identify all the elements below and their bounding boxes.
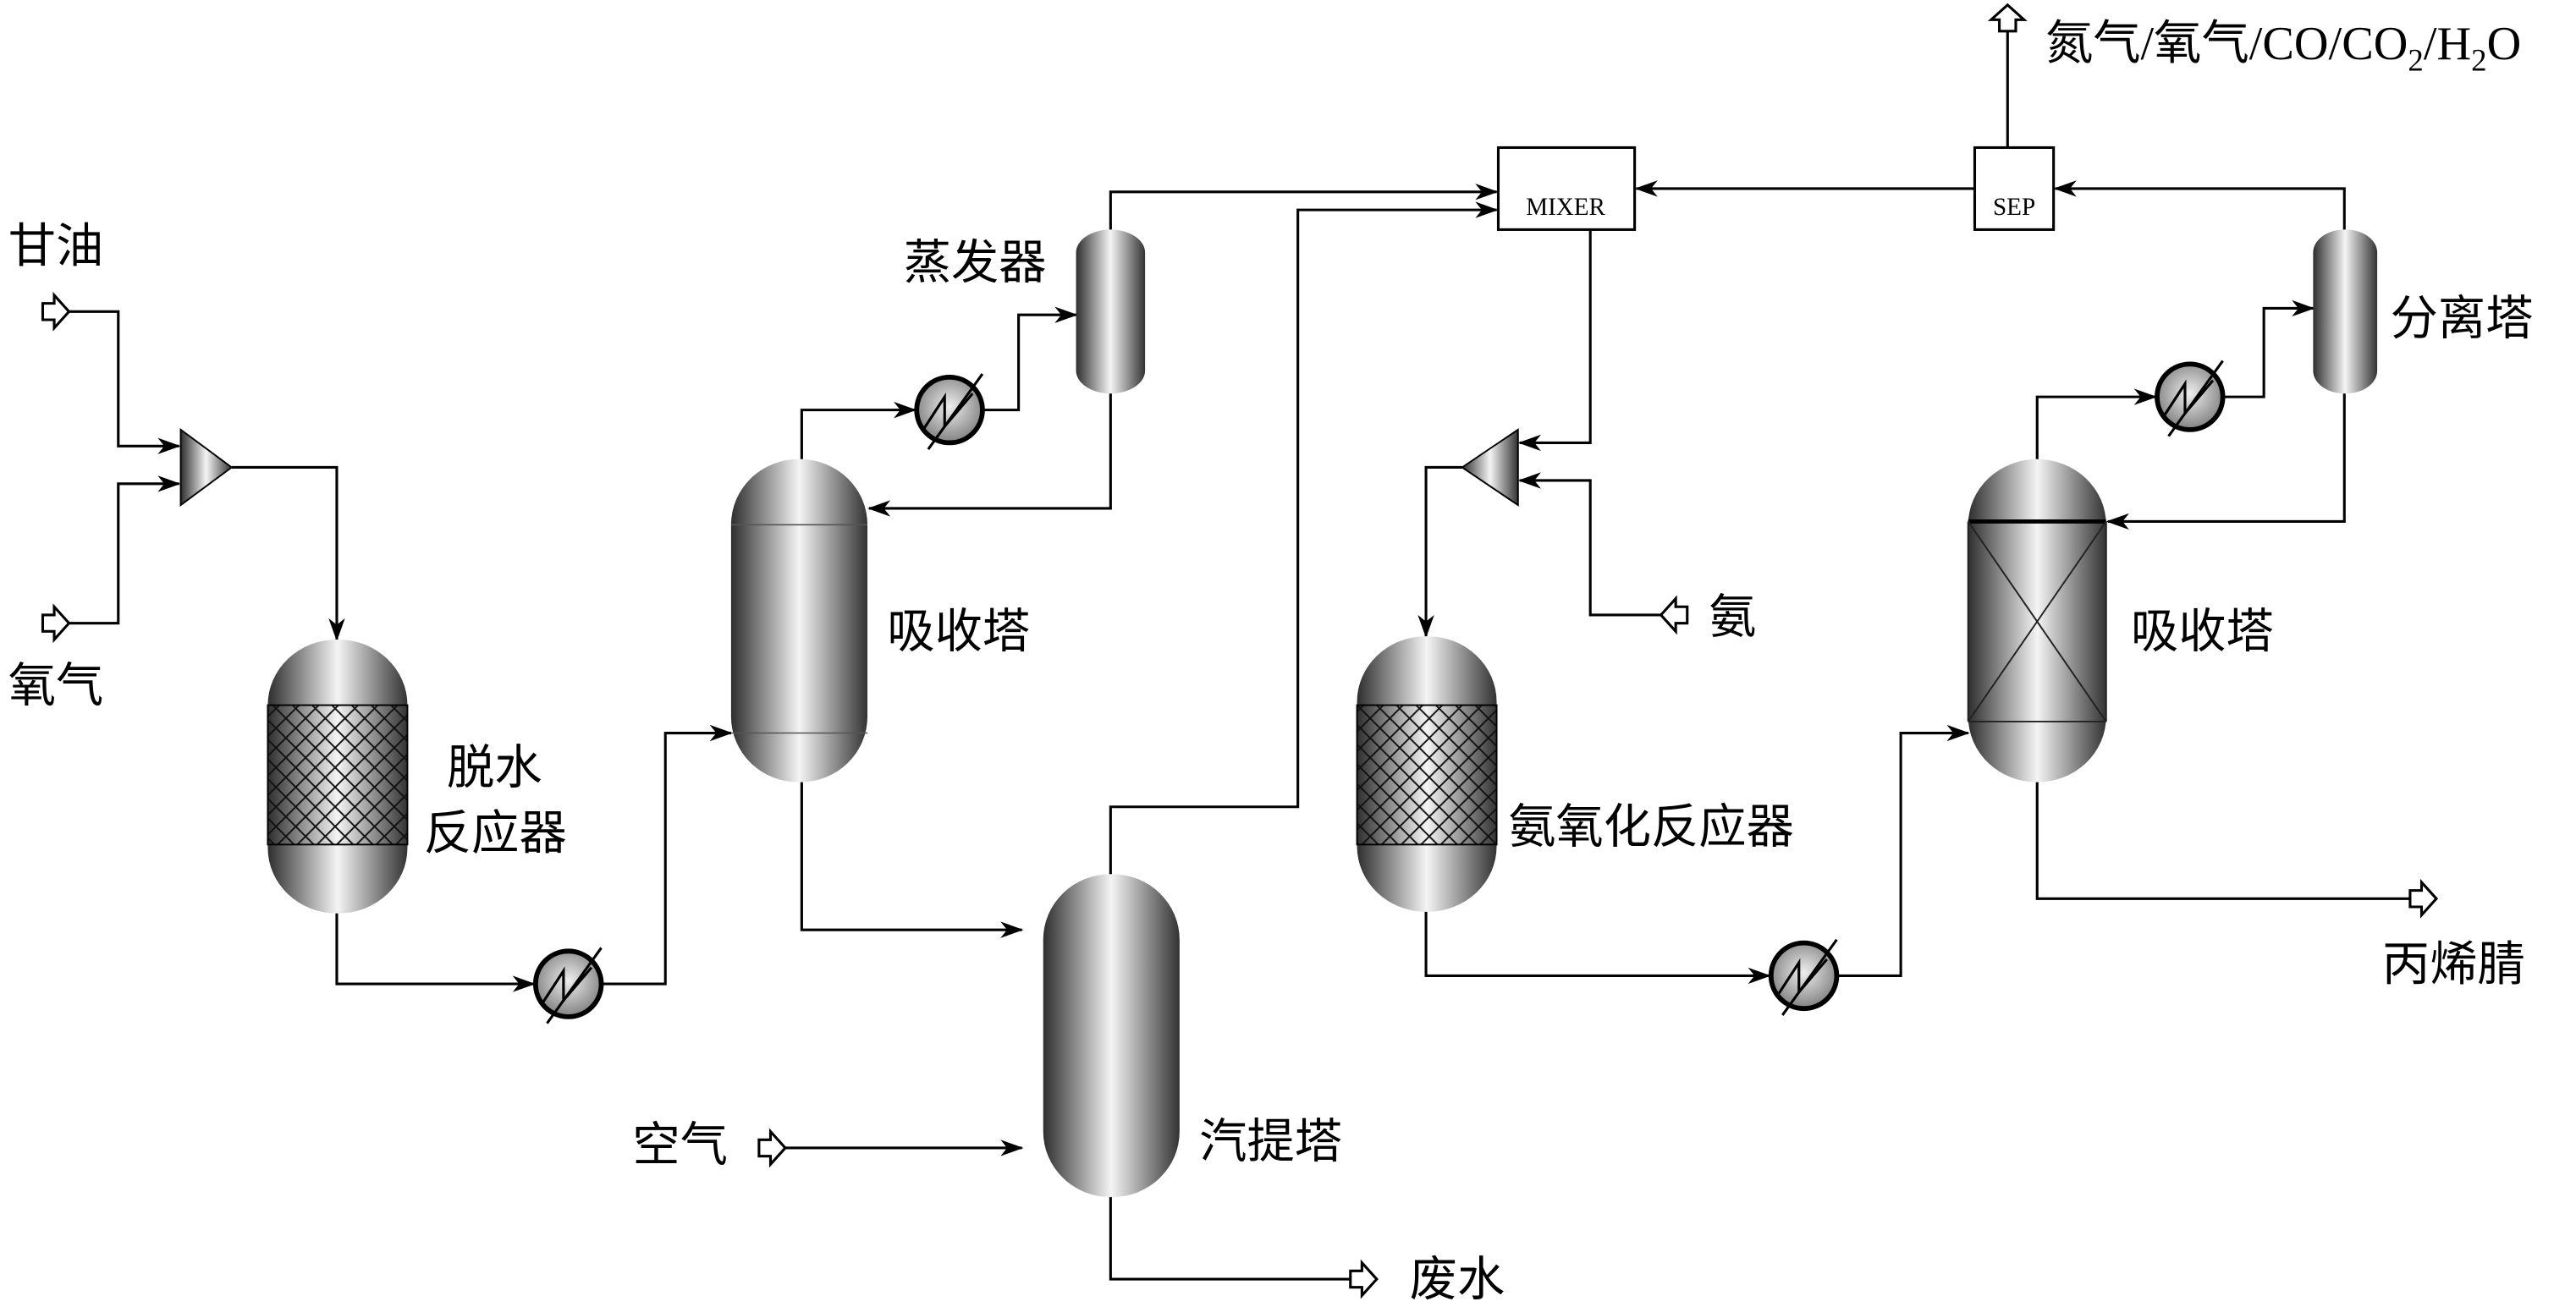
heat-exchanger-2-icon [914,373,985,451]
evaporator-label: 蒸发器 [904,238,1047,290]
stream-reactor-to-hx1 [335,913,536,992]
stream-stripper-to-mixer [1109,201,1499,875]
dehydration-reactor-label-1: 脱水 [447,743,542,795]
absorber-1 [730,459,868,783]
stream-reactor2-to-hx3 [1424,911,1771,985]
mixer-block [1496,146,1637,231]
outlet-arrow-waste-water [1349,1259,1379,1299]
mixer-1-icon [179,427,234,507]
stream-absorber1-to-stripper [800,782,1024,938]
off-gas-sub-2: 2 [2471,42,2486,77]
sep-block [1973,146,2056,231]
feed-label-ammonia: 氨 [1709,591,1756,644]
stream-waste-water [1109,1197,1351,1281]
ammoxidation-reactor-label: 氨氧化反应器 [1508,801,1794,854]
stripper-label: 汽提塔 [1199,1117,1342,1169]
dehydration-reactor-label-2: 反应器 [424,808,567,860]
inlet-arrow-air [757,1128,788,1168]
product-label-acrylonitrile: 丙烯腈 [2382,939,2525,991]
off-gas-text-3: O [2487,18,2522,70]
stream-to-ammoxidation-reactor [1417,465,1462,639]
stream-acrylonitrile [2035,782,2410,900]
dehydration-reactor [267,640,409,914]
separation-tower [2313,229,2378,394]
inlet-arrow-glycerol [41,291,71,332]
absorber-1-label: 吸收塔 [887,607,1030,659]
inlet-arrow-ammonia [1659,595,1689,635]
product-label-waste-water: 废水 [1410,1254,1505,1306]
absorber-2-label: 吸收塔 [2131,607,2274,659]
stream-separation-tower-to-sep [2053,180,2346,230]
stream-separation-tower-to-absorber2 [2105,393,2346,530]
stream-hx2-to-evaporator [982,306,1078,412]
feed-label-air: 空气 [632,1120,728,1172]
stream-absorber2-to-hx4 [2035,388,2157,459]
mixer-2-icon [1461,428,1519,507]
heat-exchanger-3-icon [1768,938,1840,1016]
stream-hx1-to-absorber1 [601,724,733,986]
evaporator [1076,229,1146,394]
product-label-off-gas: 氮气/氧气/CO/CO2/H2O [2045,18,2521,78]
inlet-arrow-oxygen [41,603,71,644]
ammoxidation-reactor [1356,636,1498,912]
stream-hx4-to-separation-tower [2222,299,2315,398]
stream-evaporator-top-to-mixer [1109,184,1499,230]
off-gas-sub-1: 2 [2408,42,2423,77]
stream-oxygen [69,475,181,625]
stream-evaporator-bottom-to-absorber1 [867,393,1112,517]
absorber-2 [1967,459,2107,783]
stream-hx3-to-absorber2 [1836,724,1970,977]
outlet-arrow-off-gas [1987,3,2028,33]
sep-block-label: SEP [1993,194,2035,221]
stripper [1043,874,1180,1198]
feed-label-glycerol: 甘油 [8,221,104,273]
stream-to-dehydration-reactor [231,465,345,641]
outlet-arrow-acrylonitrile [2408,878,2439,919]
stream-glycerol [69,310,181,454]
heat-exchanger-4-icon [2155,360,2226,437]
off-gas-text-2: /H [2424,18,2471,70]
stream-ammonia [1517,472,1661,617]
separation-tower-label: 分离塔 [2391,293,2534,345]
stream-mixer-to-mixer2 [1517,229,1592,452]
feed-label-oxygen: 氧气 [8,661,104,713]
off-gas-text-1: 氮气/氧气/CO/CO [2045,18,2408,70]
heat-exchanger-1-icon [532,947,604,1024]
stream-absorber1-to-hx2 [800,401,917,459]
mixer-block-label: MIXER [1526,194,1605,221]
